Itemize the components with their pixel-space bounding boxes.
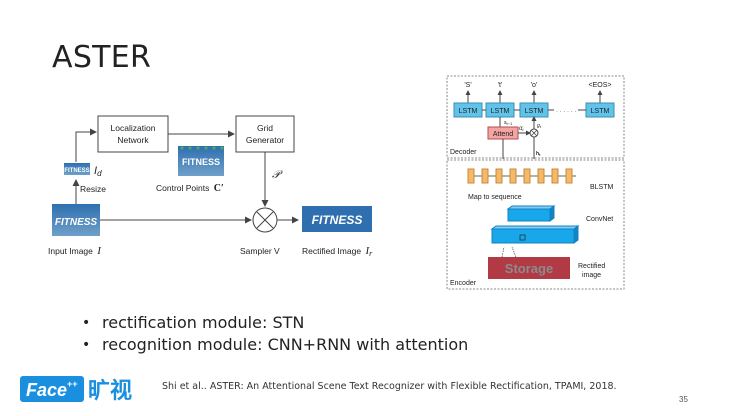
output-token: 't' <box>498 82 503 89</box>
h-symbol: ht <box>536 151 541 157</box>
resized-image: FITNESS <box>64 163 90 175</box>
svg-text:++: ++ <box>67 379 78 389</box>
svg-text:Network: Network <box>117 135 149 145</box>
alpha-symbol: αt <box>519 126 524 132</box>
citation: Shi et al.. ASTER: An Attentional Scene … <box>162 381 617 392</box>
svg-text:FITNESS: FITNESS <box>182 157 220 167</box>
svg-text:Localization: Localization <box>111 123 156 133</box>
localization-network-box: Localization Network <box>97 115 169 153</box>
input-image-label: Input Image I <box>48 245 102 257</box>
svg-text:FITNESS: FITNESS <box>55 217 98 228</box>
ellipsis: · · · · · · <box>556 109 576 115</box>
lstm-cell: LSTM <box>453 102 483 118</box>
rectified-image-label: Rectified Image Ir <box>302 245 373 258</box>
rectification-network-diagram: FITNESS Input Image I FITNESS Id Resize … <box>48 115 373 258</box>
rectified-input-image: Storage <box>488 257 570 279</box>
svg-text:LSTM: LSTM <box>591 108 610 115</box>
arrow-resize-to-localization <box>75 128 97 162</box>
svg-text:Face: Face <box>26 380 67 400</box>
decoder-label: Decoder <box>450 149 477 156</box>
id-symbol: Id <box>94 165 102 178</box>
rectified-image-label: image <box>582 272 601 279</box>
lstm-cell: LSTM <box>585 102 615 118</box>
svg-text:Grid: Grid <box>257 123 273 133</box>
blstm-label: BLSTM <box>590 184 614 191</box>
svg-text:Attend: Attend <box>493 131 513 138</box>
svg-text:LSTM: LSTM <box>491 108 510 115</box>
convnet-label: ConvNet <box>586 216 613 223</box>
encoder-panel <box>446 159 625 290</box>
g-symbol: gt <box>537 123 542 129</box>
decoder-panel <box>446 75 625 159</box>
map-to-sequence-label: Map to sequence <box>468 194 522 201</box>
bullet-icon: • <box>82 337 91 353</box>
grid-generator-box: Grid Generator <box>235 115 295 153</box>
blstm-sequence <box>467 168 576 184</box>
attend-module: Attend <box>487 126 519 140</box>
slide-title: ASTER <box>52 40 152 75</box>
svg-text:LSTM: LSTM <box>525 108 544 115</box>
sampler-label: Sampler V <box>240 246 280 256</box>
control-points-image: FITNESS <box>178 146 224 176</box>
resize-label: Resize <box>80 184 106 194</box>
svg-text:旷视: 旷视 <box>88 378 132 403</box>
control-points-label: Control Points C′ <box>156 183 224 194</box>
convnet-blocks <box>490 205 580 244</box>
p-symbol: 𝒫 <box>272 169 283 181</box>
bullet-item: •rectification module: STN <box>82 313 305 332</box>
svg-text:Generator: Generator <box>246 135 284 145</box>
output-token: 'S' <box>464 82 471 89</box>
lstm-cell: LSTM <box>519 102 549 118</box>
face-plus-plus-logo: Face ++ 旷视 <box>20 376 132 403</box>
svg-text:FITNESS: FITNESS <box>312 213 363 227</box>
multiply-node <box>529 128 539 138</box>
rectified-output-image: FITNESS <box>302 206 372 232</box>
svg-text:LSTM: LSTM <box>459 108 478 115</box>
bullet-item: •recognition module: CNN+RNN with attent… <box>82 335 469 354</box>
svg-text:FITNESS: FITNESS <box>64 168 89 174</box>
s-symbol: st−1 <box>504 120 513 126</box>
lstm-cell: LSTM <box>485 102 515 118</box>
svg-text:Storage: Storage <box>505 261 553 276</box>
bullet-icon: • <box>82 315 91 331</box>
output-token: 'o' <box>531 82 538 89</box>
page-number: 35 <box>679 395 688 404</box>
bullet-list: •rectification module: STN •recognition … <box>80 312 468 356</box>
output-token: <EOS> <box>589 82 612 89</box>
input-image: FITNESS <box>52 204 100 236</box>
encoder-label: Encoder <box>450 280 477 287</box>
sampler-node <box>252 207 278 233</box>
recognition-network-diagram: 'S' 't' 'o' <EOS> LSTM LSTM LSTM LSTM · … <box>446 75 625 290</box>
rectified-image-label: Rectified <box>578 263 605 270</box>
